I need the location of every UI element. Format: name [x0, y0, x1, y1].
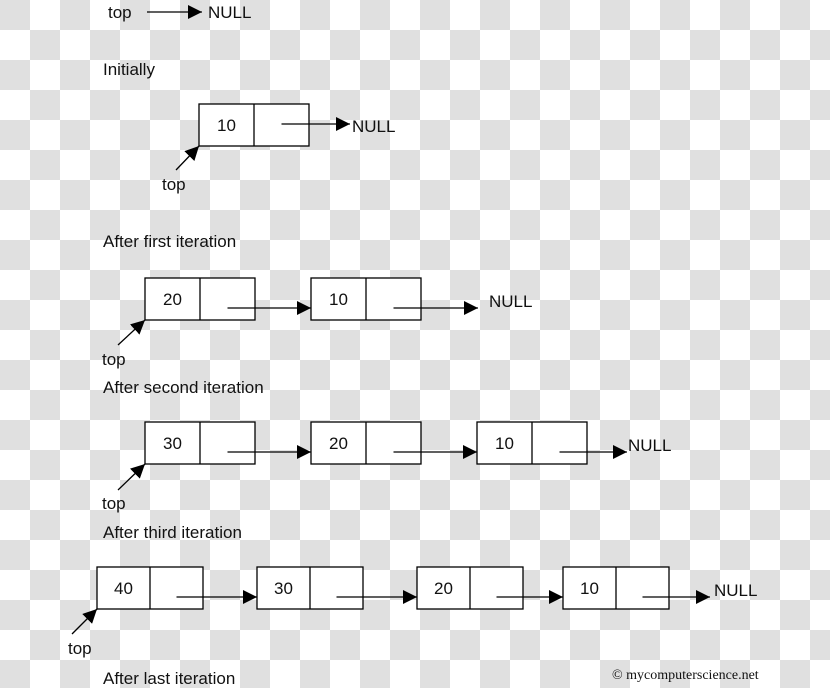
list-node: 20: [310, 421, 477, 465]
top-pointer-arrow: [71, 608, 98, 635]
node-value: 10: [495, 434, 514, 453]
node-value: 40: [114, 579, 133, 598]
top-label: top: [102, 494, 126, 513]
node-value: 10: [329, 290, 348, 309]
node-value: 20: [163, 290, 182, 309]
caption-initially: Initially: [103, 60, 155, 79]
top-label: top: [108, 3, 132, 22]
list-node: 10 NULL: [562, 566, 757, 610]
node-value: 20: [434, 579, 453, 598]
list-node: 30: [256, 566, 417, 610]
list-node: 10 NULL: [476, 421, 671, 465]
top-pointer-arrow: [117, 319, 146, 346]
list-node: 20: [144, 277, 311, 321]
node-value: 30: [163, 434, 182, 453]
top-label: top: [102, 350, 126, 369]
step-caption: After first iteration: [103, 232, 236, 251]
top-pointer-arrow: [175, 145, 200, 171]
step-caption: After third iteration: [103, 523, 242, 542]
copyright: © mycomputerscience.net: [612, 668, 759, 683]
node-value: 30: [274, 579, 293, 598]
top-label: top: [162, 175, 186, 194]
list-node: 20: [416, 566, 563, 610]
null-label: NULL: [714, 581, 757, 600]
list-node: 10 NULL: [310, 277, 532, 321]
top-label: top: [68, 639, 92, 658]
node-value: 10: [580, 579, 599, 598]
step-caption: After last iteration: [103, 669, 235, 688]
null-label: NULL: [628, 436, 671, 455]
null-label: NULL: [489, 292, 532, 311]
list-node: 10 NULL: [198, 103, 395, 147]
top-pointer-arrow: [117, 463, 146, 491]
null-label: NULL: [352, 117, 395, 136]
null-label: NULL: [208, 3, 251, 22]
step-caption: After second iteration: [103, 378, 264, 397]
list-node: 30: [144, 421, 311, 465]
node-value: 10: [217, 116, 236, 135]
node-value: 20: [329, 434, 348, 453]
list-node: 40: [96, 566, 257, 610]
